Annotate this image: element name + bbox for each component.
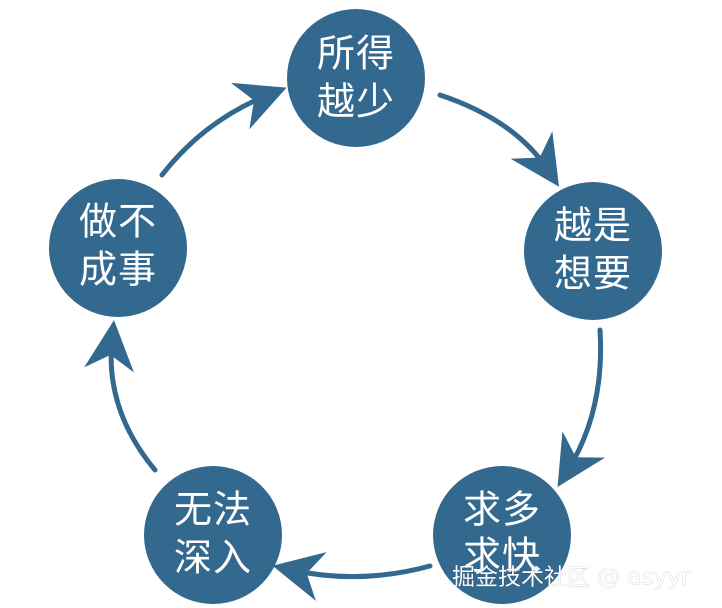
node-top: 所得 越少 bbox=[287, 9, 425, 147]
node-top-line2: 越少 bbox=[317, 80, 395, 124]
node-right-line2: 想要 bbox=[554, 252, 632, 296]
arrow-right-to-bottom-right bbox=[557, 327, 606, 488]
node-bottom-right-circle bbox=[433, 466, 571, 604]
arrow-bottom-right-to-bottom-left bbox=[272, 552, 433, 601]
arrow-left-to-top bbox=[159, 82, 287, 178]
node-right-line1: 越是 bbox=[554, 204, 632, 248]
node-left-line2: 成事 bbox=[79, 248, 157, 292]
node-right: 越是 想要 bbox=[524, 182, 662, 320]
node-left: 做不 成事 bbox=[49, 179, 187, 317]
node-bottom-right-line1: 求多 bbox=[463, 488, 541, 532]
watermark-text: 掘金技术社区 @ asyyr bbox=[452, 565, 691, 591]
node-bottom-right: 求多 求快 bbox=[433, 466, 571, 604]
node-left-line1: 做不 bbox=[79, 200, 157, 244]
node-top-line1: 所得 bbox=[317, 32, 395, 76]
node-right-circle bbox=[524, 182, 662, 320]
arrows bbox=[84, 82, 606, 601]
node-bottom-left-line2: 深入 bbox=[174, 536, 252, 580]
arrow-top-to-right bbox=[437, 92, 560, 187]
node-bottom-left: 无法 深入 bbox=[144, 466, 282, 604]
node-bottom-left-circle bbox=[144, 466, 282, 604]
node-left-circle bbox=[49, 179, 187, 317]
node-bottom-left-line1: 无法 bbox=[174, 488, 252, 532]
node-bottom-right-line2: 求快 bbox=[463, 534, 541, 578]
arrow-bottom-left-to-left bbox=[84, 320, 158, 473]
node-top-circle bbox=[287, 9, 425, 147]
